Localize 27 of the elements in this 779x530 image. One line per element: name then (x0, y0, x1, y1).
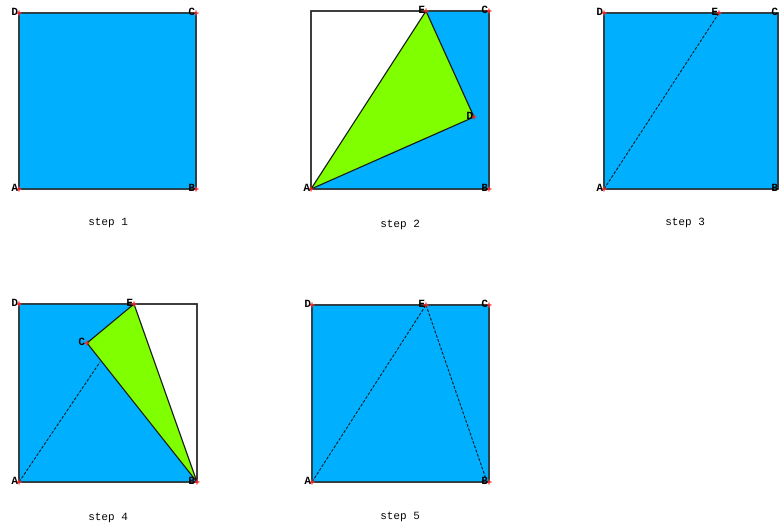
vertex-label: D (11, 298, 18, 310)
vertex-label: E (418, 299, 425, 311)
vertex-label: C (188, 7, 195, 19)
vertex-label: A (303, 183, 310, 195)
vertex-label: B (188, 476, 195, 488)
vertex-label: B (188, 183, 195, 195)
step-caption: step 4 (88, 512, 128, 524)
step-caption: step 1 (88, 217, 128, 229)
vertex-label: A (11, 476, 18, 488)
vertex-label: C (78, 337, 85, 349)
vertex-label: D (304, 299, 311, 311)
vertex-label: A (596, 183, 603, 195)
vertex-label: B (771, 183, 778, 195)
vertex-label: D (596, 7, 603, 19)
vertex-label: B (481, 183, 488, 195)
vertex-label: E (126, 298, 133, 310)
step-caption: step 5 (380, 511, 420, 523)
vertex-label: B (481, 476, 488, 488)
vertex-label: C (481, 5, 488, 17)
vertex-label: C (771, 7, 778, 19)
step-caption: step 2 (380, 219, 420, 231)
vertex-label: E (711, 7, 718, 19)
vertex-label: C (481, 299, 488, 311)
vertex-label: A (11, 183, 18, 195)
vertex-label: D (11, 7, 18, 19)
vertex-label: A (304, 476, 311, 488)
step-caption: step 3 (665, 217, 705, 229)
